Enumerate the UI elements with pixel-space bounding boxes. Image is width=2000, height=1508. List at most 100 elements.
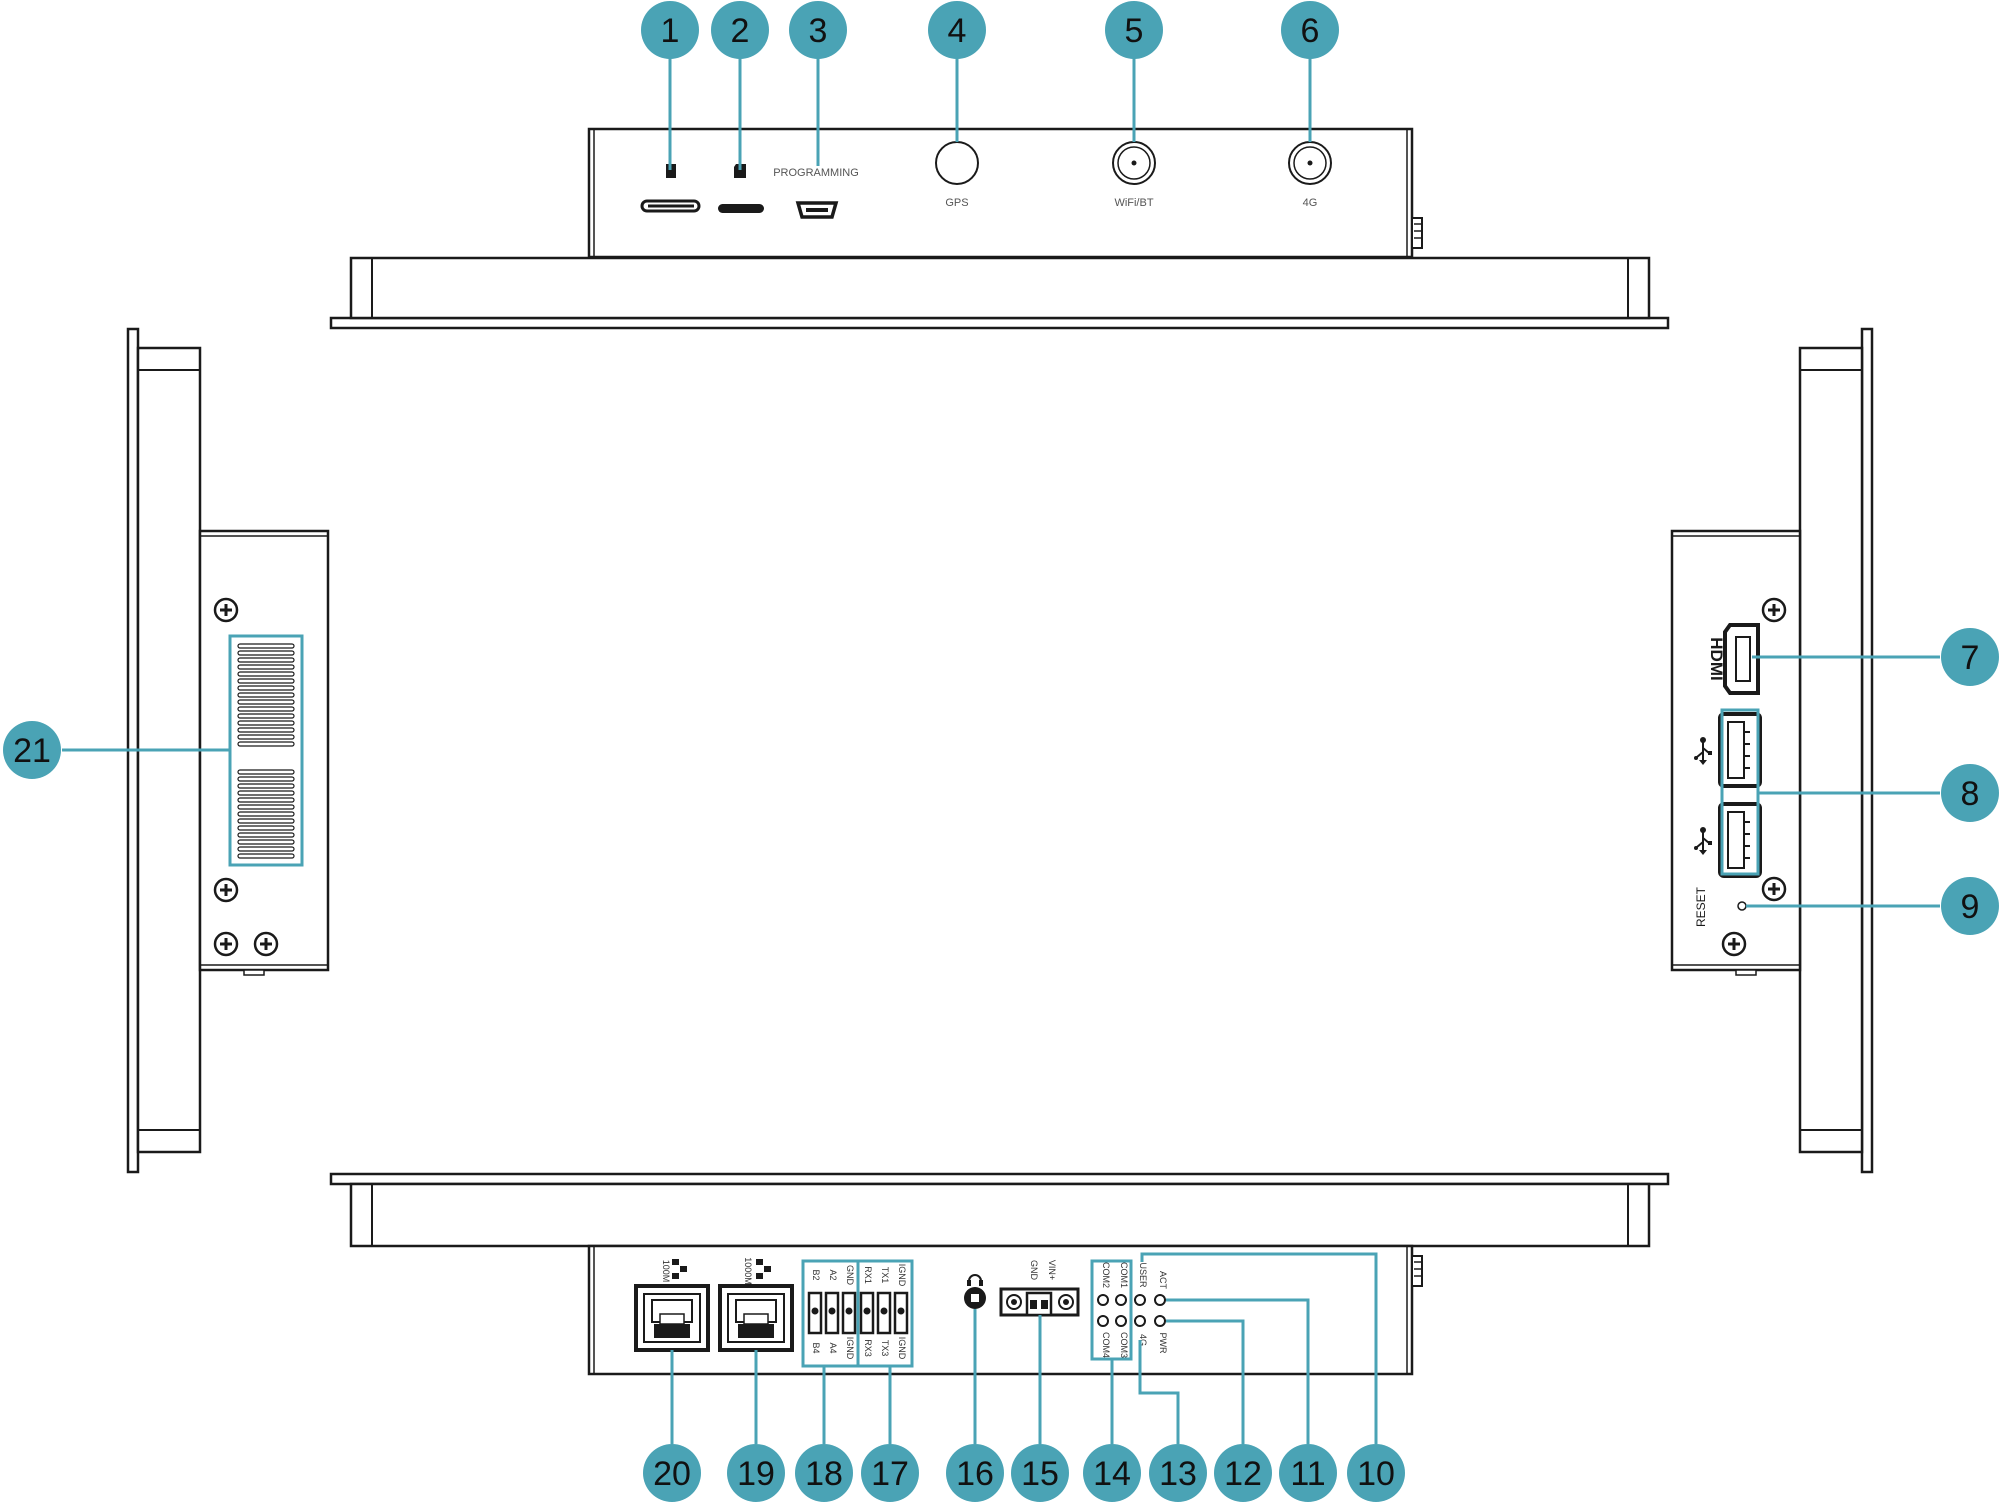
vent-slot	[237, 783, 295, 789]
svg-text:1: 1	[661, 12, 680, 50]
power-terminal: GND VIN+	[999, 1260, 1080, 1317]
led-com4-label: COM4	[1101, 1332, 1111, 1358]
callout-6: 6	[1281, 1, 1339, 59]
right-view: HDMI RESET	[1670, 327, 1874, 1174]
vent-slot	[237, 685, 295, 691]
tb17-top-3: IGND	[897, 1264, 907, 1287]
vent-slot	[237, 776, 295, 782]
system-status-leds: USER 4G ACT PWR	[1134, 1262, 1168, 1354]
bottom-bezel	[329, 1172, 1670, 1186]
sim-card-icon	[666, 164, 676, 178]
vent-slot	[237, 671, 295, 677]
tb17-bottom-2: TX3	[880, 1340, 890, 1357]
screw-icon	[1761, 597, 1787, 623]
vent-slot	[237, 741, 295, 747]
svg-text:16: 16	[956, 1455, 994, 1493]
top-io-panel	[587, 127, 1414, 259]
callout-11: 11	[1279, 1444, 1337, 1502]
svg-text:15: 15	[1021, 1455, 1059, 1493]
led-act-label: ACT	[1158, 1271, 1168, 1290]
vent-slot	[237, 790, 295, 796]
power-vin-label: VIN+	[1047, 1260, 1057, 1280]
headphone-icon	[967, 1274, 983, 1286]
tb18-bottom-2: A4	[828, 1342, 838, 1353]
led-com3-label: COM3	[1119, 1332, 1129, 1358]
callout-16: 16	[946, 1444, 1004, 1502]
wifi-bt-antenna-port: WiFi/BT	[1112, 141, 1156, 209]
callouts: 1 2 3 4 5 6 7 8 9 21 20 19 18 17 16 15 1…	[3, 1, 1999, 1502]
callout-12: 12	[1214, 1444, 1272, 1502]
vent-slot	[237, 769, 295, 775]
tb18-bottom-1: B4	[811, 1342, 821, 1353]
top-bezel	[329, 316, 1670, 330]
terminal-pin	[824, 1291, 840, 1335]
led-com2-label: COM2	[1101, 1262, 1111, 1288]
callout-5: 5	[1105, 1, 1163, 59]
right-bezel	[1860, 327, 1874, 1174]
vent-slot	[237, 657, 295, 663]
svg-text:19: 19	[737, 1455, 775, 1493]
vent-slot	[237, 818, 295, 824]
hdmi-port: HDMI	[1707, 623, 1760, 695]
callout-9: 9	[1941, 877, 1999, 935]
svg-text:11: 11	[1290, 1455, 1325, 1493]
tb17-bottom-1: RX3	[863, 1339, 873, 1357]
svg-text:10: 10	[1357, 1455, 1395, 1493]
callout-13: 13	[1149, 1444, 1207, 1502]
vent-slot	[237, 664, 295, 670]
bottom-view: 100M 1000M B2 A2 GND B4 A4 IGND	[329, 1172, 1670, 1376]
screw-icon	[1761, 876, 1787, 902]
vent-slot	[237, 678, 295, 684]
vent-slot	[237, 839, 295, 845]
rj45-jack	[718, 1284, 794, 1352]
svg-text:3: 3	[809, 12, 828, 50]
lte-label: 4G	[1303, 197, 1318, 209]
led-pwr-label: PWR	[1158, 1333, 1168, 1354]
lan1-label: 100M	[661, 1260, 671, 1283]
lte-antenna-port: 4G	[1288, 141, 1332, 209]
bottom-bezel-frame	[349, 1182, 1651, 1248]
vent-slot	[237, 832, 295, 838]
vent-slot	[237, 650, 295, 656]
audio-jack	[964, 1274, 986, 1309]
vent-slot	[237, 720, 295, 726]
svg-text:8: 8	[1961, 775, 1980, 813]
svg-text:4: 4	[948, 12, 967, 50]
vent-slot	[237, 804, 295, 810]
vent-slot	[237, 706, 295, 712]
callout-1: 1	[641, 1, 699, 59]
svg-text:6: 6	[1301, 12, 1320, 50]
svg-text:21: 21	[13, 732, 51, 770]
callout-17: 17	[861, 1444, 919, 1502]
svg-text:18: 18	[805, 1455, 843, 1493]
callout-14: 14	[1083, 1444, 1141, 1502]
terminal-pin	[859, 1291, 875, 1335]
top-bezel-frame	[349, 256, 1651, 320]
screw-icon	[213, 597, 239, 623]
tb18-top-2: A2	[828, 1269, 838, 1280]
svg-text:7: 7	[1961, 639, 1980, 677]
vent-slot	[237, 811, 295, 817]
vent-slot	[237, 713, 295, 719]
vent-slot	[237, 797, 295, 803]
callout-8: 8	[1941, 764, 1999, 822]
side-screw-knob-bottom	[1411, 1255, 1423, 1287]
vent-slot	[237, 699, 295, 705]
top-view: PROGRAMMING GPS WiFi/BT 4G	[329, 127, 1670, 330]
callout-4: 4	[928, 1, 986, 59]
callout-18: 18	[795, 1444, 853, 1502]
terminal-pin	[841, 1291, 857, 1335]
vent-slot	[237, 846, 295, 852]
led-com1-label: COM1	[1119, 1262, 1129, 1288]
svg-text:14: 14	[1093, 1455, 1131, 1493]
svg-text:5: 5	[1125, 12, 1144, 50]
tb17-top-2: TX1	[880, 1267, 890, 1284]
sim-card-slot	[640, 164, 701, 213]
callout-2: 2	[711, 1, 769, 59]
hdmi-label: HDMI	[1707, 637, 1726, 680]
svg-text:17: 17	[871, 1455, 909, 1493]
gps-label: GPS	[945, 197, 968, 209]
usb-port-1	[1718, 712, 1762, 788]
screw-icon	[253, 931, 279, 957]
